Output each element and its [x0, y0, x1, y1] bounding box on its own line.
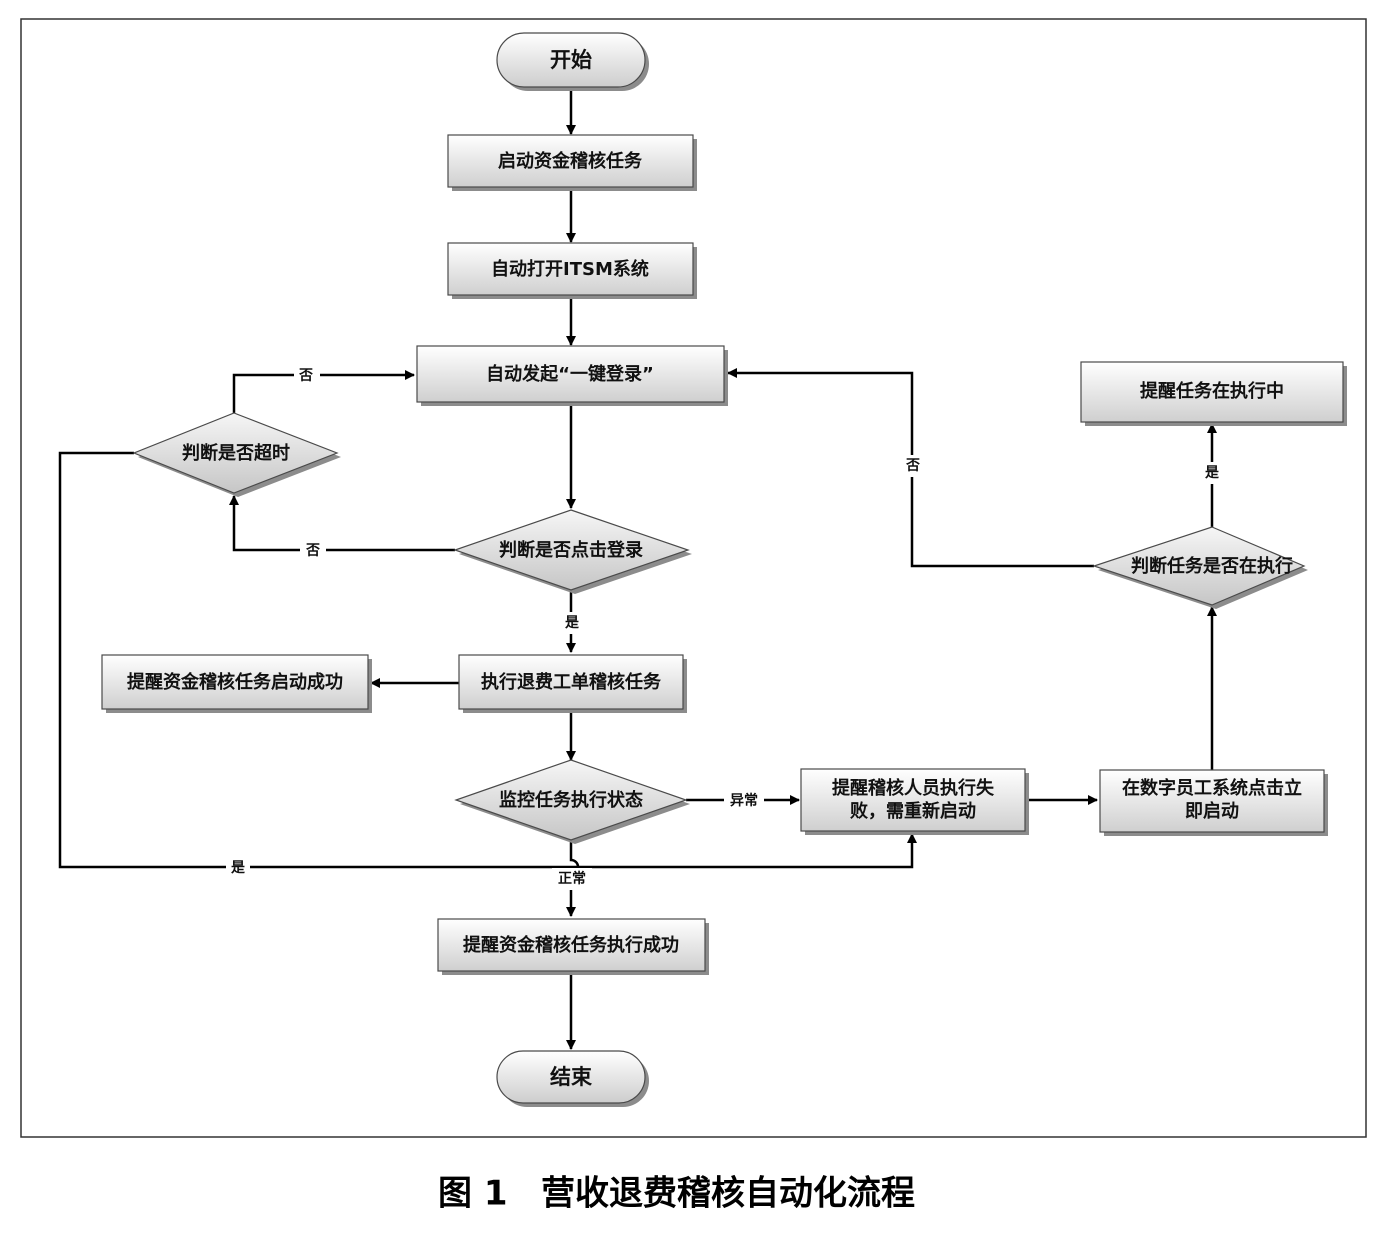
- notify-failure-label-line1: 提醒稽核人员执行失: [832, 777, 995, 799]
- edge-label-timeout-yes: 是: [231, 860, 246, 876]
- notify-exec-success-label: 提醒资金稽核任务执行成功: [463, 934, 679, 956]
- notify-running-node: 提醒任务在执行中: [1080, 361, 1347, 426]
- run-refund-audit-label: 执行退费工单稽核任务: [481, 671, 662, 693]
- figure-caption: 图 1 营收退费稽核自动化流程: [438, 1174, 915, 1214]
- notify-running-label: 提醒任务在执行中: [1140, 380, 1284, 402]
- edge-timeout-no-to-login: [232, 370, 415, 413]
- check-login-decision: 判断是否点击登录: [453, 509, 692, 594]
- launch-task-node: 启动资金稽核任务: [447, 134, 697, 191]
- open-itsm-node: 自动打开ITSM系统: [447, 242, 697, 299]
- check-timeout-decision: 判断是否超时: [132, 412, 341, 497]
- edge-label-timeout-no: 否: [298, 368, 313, 384]
- end-node: 结束: [496, 1050, 649, 1107]
- one-click-login-node: 自动发起“一键登录”: [416, 345, 728, 406]
- edge-label-running-yes: 是: [1205, 465, 1220, 481]
- run-refund-audit-node: 执行退费工单稽核任务: [458, 654, 687, 713]
- edge-check-no-to-timeout: [229, 495, 455, 552]
- edge-label-abnormal: 异常: [730, 792, 758, 809]
- notify-launch-success-node: 提醒资金稽核任务启动成功: [101, 654, 372, 713]
- figure-number: 图 1: [438, 1174, 508, 1214]
- start-node: 开始: [496, 32, 649, 91]
- check-running-decision: 判断任务是否在执行: [1092, 526, 1308, 609]
- restart-label-line2: 即启动: [1185, 800, 1239, 822]
- notify-exec-success-node: 提醒资金稽核任务执行成功: [437, 918, 709, 975]
- check-login-label: 判断是否点击登录: [499, 539, 643, 561]
- monitor-status-decision: 监控任务执行状态: [454, 759, 690, 844]
- edge-label-login-no: 否: [305, 543, 320, 559]
- edge-label-running-no: 否: [905, 458, 920, 474]
- notify-launch-success-label: 提醒资金稽核任务启动成功: [127, 671, 343, 693]
- notify-failure-node: 提醒稽核人员执行失 败，需重新启动: [800, 768, 1029, 835]
- end-label: 结束: [550, 1065, 593, 1089]
- edge-label-normal: 正常: [558, 870, 586, 887]
- check-running-label: 判断任务是否在执行: [1131, 555, 1293, 577]
- connectors: [58, 86, 1217, 1050]
- figure-title: 营收退费稽核自动化流程: [541, 1174, 915, 1214]
- edge-timeout-yes-to-failure: [58, 451, 917, 869]
- restart-label-line1: 在数字员工系统点击立: [1122, 777, 1302, 799]
- start-label: 开始: [550, 48, 592, 72]
- notify-failure-label-line2: 败，需重新启动: [850, 800, 976, 822]
- open-itsm-label: 自动打开ITSM系统: [491, 258, 649, 280]
- edge-label-login-yes: 是: [565, 615, 580, 631]
- diagram-frame: [20, 18, 1367, 1138]
- restart-node: 在数字员工系统点击立 即启动: [1099, 769, 1328, 836]
- monitor-status-label: 监控任务执行状态: [499, 789, 643, 811]
- one-click-login-label: 自动发起“一键登录”: [486, 363, 654, 385]
- check-timeout-label: 判断是否超时: [182, 442, 290, 464]
- launch-task-label: 启动资金稽核任务: [498, 150, 643, 172]
